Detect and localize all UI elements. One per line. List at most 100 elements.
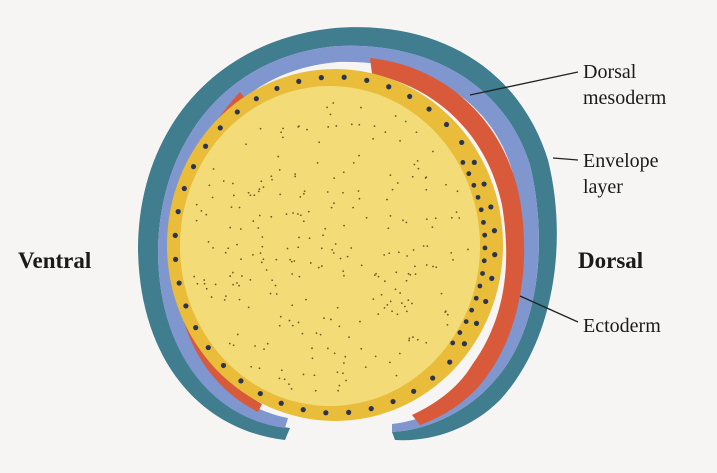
yolk-stipple-dot <box>318 141 320 143</box>
yolk-stipple-dot <box>292 325 294 327</box>
yolk-stipple-dot <box>233 195 235 197</box>
yolk-stipple-dot <box>425 342 427 344</box>
yolk-stipple-dot <box>412 336 414 338</box>
yolk-stipple-dot <box>417 339 419 341</box>
yolk-stipple-dot <box>297 126 299 128</box>
syncytial-nucleus <box>482 181 487 186</box>
yolk-stipple-dot <box>389 361 391 363</box>
yolk-stipple-dot <box>395 271 397 273</box>
yolk-stipple-dot <box>358 124 360 126</box>
yolk-stipple-dot <box>224 299 226 301</box>
yolk-stipple-dot <box>358 155 360 157</box>
yolk-stipple-dot <box>343 225 345 227</box>
yolk-stipple-dot <box>407 299 409 301</box>
yolk-stipple-dot <box>286 213 288 215</box>
syncytial-nucleus <box>323 410 328 415</box>
yolk-stipple-dot <box>411 303 413 305</box>
yolk-stipple-dot <box>381 294 383 296</box>
yolk-stipple-dot <box>206 288 208 290</box>
yolk-stipple-dot <box>331 207 333 209</box>
yolk-stipple-dot <box>342 192 344 194</box>
yolk-stipple-dot <box>280 316 282 318</box>
yolk-stipple-dot <box>193 276 195 278</box>
yolk-stipple-dot <box>405 121 407 123</box>
yolk-stipple-dot <box>447 324 449 326</box>
yolk-stipple-dot <box>406 280 408 282</box>
syncytial-nucleus <box>466 171 471 176</box>
yolk-stipple-dot <box>388 252 390 254</box>
syncytial-nucleus <box>364 78 369 83</box>
syncytial-nucleus <box>457 330 462 335</box>
syncytial-nucleus <box>301 407 306 412</box>
yolk-stipple-dot <box>253 194 255 196</box>
syncytial-nucleus <box>430 375 435 380</box>
syncytial-nucleus <box>173 233 178 238</box>
syncytial-nucleus <box>191 164 196 169</box>
yolk-stipple-dot <box>205 214 207 216</box>
yolk-stipple-dot <box>332 102 334 104</box>
syncytial-nucleus <box>206 345 211 350</box>
yolk-stipple-dot <box>374 125 376 127</box>
yolk-stipple-dot <box>457 190 459 192</box>
yolk-stipple-dot <box>215 284 217 286</box>
yolk-stipple-dot <box>405 222 407 224</box>
yolk-stipple-dot <box>467 249 469 251</box>
syncytial-nucleus <box>235 109 240 114</box>
yolk-stipple-dot <box>257 227 259 229</box>
yolk-stipple-dot <box>279 377 281 379</box>
yolk-stipple-dot <box>289 259 291 261</box>
yolk-stipple-dot <box>200 210 202 212</box>
yolk-stipple-dot <box>245 143 247 145</box>
yolk-stipple-dot <box>335 125 337 127</box>
syncytial-nucleus <box>369 406 374 411</box>
yolk-stipple-dot <box>432 266 434 268</box>
yolk-stipple-dot <box>306 129 308 131</box>
yolk-stipple-dot <box>196 220 198 222</box>
yolk-stipple-dot <box>321 265 323 267</box>
yolk-stipple-dot <box>398 251 400 253</box>
yolk-stipple-dot <box>232 183 234 185</box>
syncytial-nucleus <box>462 341 467 346</box>
syncytial-nucleus <box>221 363 226 368</box>
yolk-stipple-dot <box>337 371 339 373</box>
yolk-stipple-dot <box>276 293 278 295</box>
syncytial-nucleus <box>481 220 486 225</box>
yolk-stipple-dot <box>372 298 374 300</box>
syncytial-nucleus <box>177 280 182 285</box>
yolk-stipple-dot <box>333 252 335 254</box>
yolk-stipple-dot <box>252 220 254 222</box>
syncytial-nucleus <box>447 359 452 364</box>
yolk-stipple-dot <box>445 310 447 312</box>
yolk-stipple-dot <box>239 207 241 209</box>
yolk-stipple-dot <box>275 285 277 287</box>
syncytial-nucleus <box>479 207 484 212</box>
yolk-stipple-dot <box>343 275 345 277</box>
yolk-stipple-dot <box>338 325 340 327</box>
yolk-stipple-dot <box>275 259 277 261</box>
syncytial-nucleus <box>480 271 485 276</box>
yolk-cell-shape <box>180 86 480 406</box>
yolk-stipple-dot <box>327 191 329 193</box>
yolk-stipple-dot <box>404 306 406 308</box>
yolk-stipple-dot <box>291 304 293 306</box>
dorsal-label: Dorsal <box>578 248 643 274</box>
yolk-stipple-dot <box>252 254 254 256</box>
yolk-stipple-dot <box>250 194 252 196</box>
yolk-stipple-dot <box>225 295 227 297</box>
yolk-stipple-dot <box>331 249 333 251</box>
syncytial-nucleus <box>279 401 284 406</box>
yolk-stipple-dot <box>348 336 350 338</box>
syncytial-nucleus <box>346 410 351 415</box>
yolk-stipple-dot <box>392 189 394 191</box>
yolk-stipple-dot <box>378 276 380 278</box>
yolk-stipple-dot <box>330 319 332 321</box>
syncytial-nucleus <box>386 84 391 89</box>
syncytial-nucleus <box>426 106 431 111</box>
yolk-stipple-dot <box>262 258 264 260</box>
yolk-stipple-dot <box>342 372 344 374</box>
syncytial-nucleus <box>450 341 455 346</box>
yolk-stipple-dot <box>303 220 305 222</box>
yolk-stipple-dot <box>298 237 300 239</box>
yolk-stipple-dot <box>288 383 290 385</box>
yolk-stipple-dot <box>335 243 337 245</box>
